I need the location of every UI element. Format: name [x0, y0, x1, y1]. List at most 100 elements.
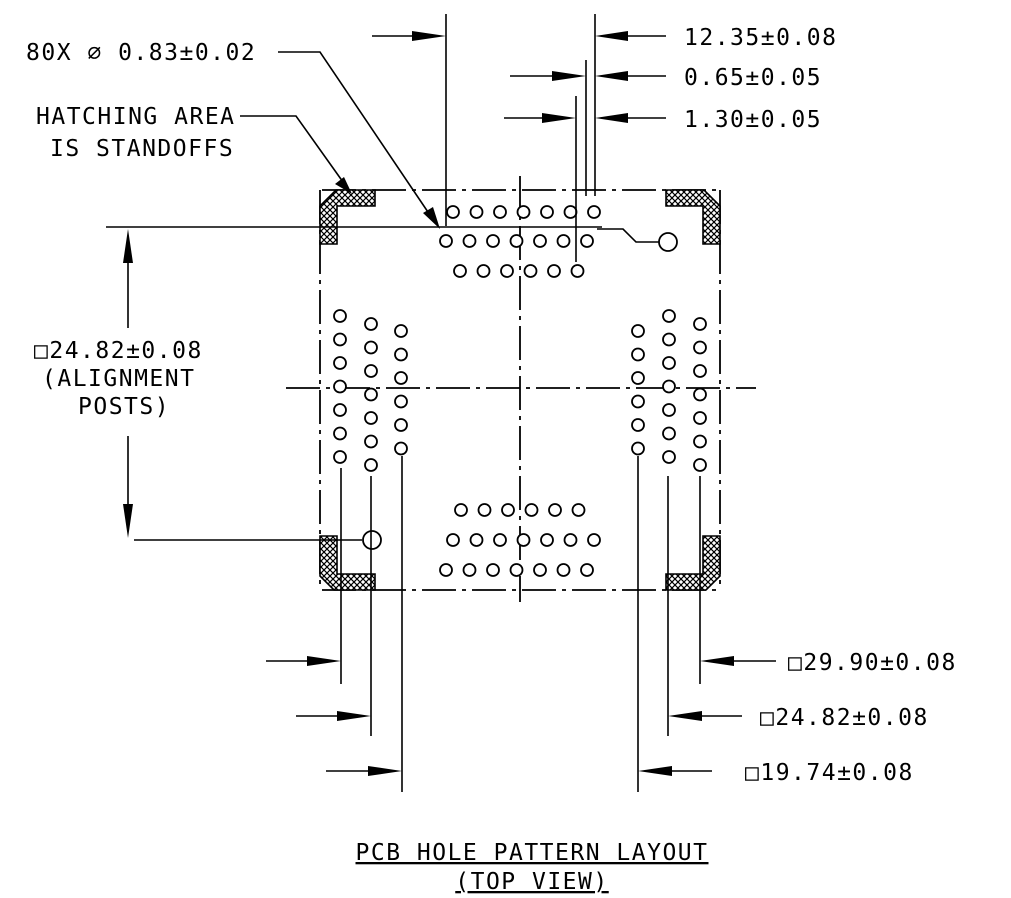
hole-top-row-2	[509, 234, 524, 248]
hole-left-col-1	[333, 450, 347, 464]
hatching-callout-line1: HATCHING AREA	[36, 104, 236, 130]
alignment-dimension-label: □24.82±0.08	[34, 338, 203, 364]
hole-left-col-1	[333, 426, 347, 441]
hole-top-row-1	[446, 205, 460, 219]
dimension-label-0-65: 0.65±0.05	[684, 65, 822, 91]
hole-bottom-row-1	[571, 503, 586, 517]
alignment-label-line3: POSTS)	[78, 394, 170, 420]
hole-top-row-3	[476, 264, 491, 278]
hole-right-col-2	[662, 309, 676, 323]
top-dimensions	[372, 14, 666, 262]
hole-bottom-row-1	[454, 503, 468, 517]
hole-right-col-3	[693, 364, 707, 378]
center-lines	[286, 176, 756, 602]
alignment-label-line2: (ALIGNMENT	[42, 366, 195, 392]
dimension-label-24-82: □24.82±0.08	[760, 705, 929, 731]
hole-left-col-3	[394, 394, 408, 409]
hole-right-col-3	[693, 340, 707, 355]
hole-left-col-2	[364, 387, 378, 402]
dimension-label-19-74: □19.74±0.08	[745, 760, 914, 786]
hole-top-row-2	[439, 234, 453, 248]
hole-left-col-3	[394, 371, 408, 385]
hole-left-col-2	[364, 434, 378, 449]
hole-bottom-row-2	[540, 533, 554, 547]
hole-right-col-3	[693, 387, 707, 402]
hole-top-row-3	[570, 264, 585, 278]
hole-top-row-1	[516, 205, 531, 219]
hole-top-row-2	[556, 234, 571, 248]
hole-top-row-1	[469, 205, 484, 219]
hole-left-col-1	[333, 379, 347, 394]
hole-bottom-row-3	[580, 563, 594, 577]
hole-top-row-1	[563, 205, 578, 219]
hole-bottom-row-3	[533, 563, 547, 577]
hole-right-col-2	[662, 379, 676, 394]
hole-top-row-3	[523, 264, 538, 278]
hole-bottom-row-3	[462, 563, 477, 577]
hole-left-col-1	[333, 356, 347, 370]
hole-right-col-1	[631, 371, 645, 385]
hole-left-col-2	[364, 340, 378, 355]
hole-bottom-row-1	[501, 503, 515, 517]
hole-top-row-3	[500, 264, 514, 278]
hole-right-col-3	[693, 434, 707, 449]
bottom-dimensions	[266, 456, 776, 792]
hole-left-col-2	[364, 364, 378, 378]
hole-right-col-2	[662, 426, 676, 441]
hole-left-col-1	[333, 403, 347, 417]
hole-bottom-row-2	[493, 533, 507, 547]
hole-bottom-row-1	[524, 503, 539, 517]
hole-top-row-2	[533, 234, 547, 248]
hole-top-row-1	[587, 205, 601, 219]
hole-right-col-3	[693, 411, 707, 425]
hole-right-col-1	[631, 394, 645, 409]
dimension-label-29-90: □29.90±0.08	[788, 650, 957, 676]
hole-right-col-2	[662, 403, 676, 417]
hole-bottom-row-2	[446, 533, 460, 547]
drawing-subtitle: (TOP VIEW)	[455, 869, 608, 895]
component-outline	[319, 189, 721, 591]
hole-left-col-1	[333, 309, 347, 323]
alignment-post-bottom	[362, 530, 382, 550]
hole-top-row-2	[580, 234, 594, 248]
hole-count-callout: 80X ∅ 0.83±0.02	[26, 40, 256, 66]
hole-right-col-3	[693, 317, 707, 331]
hole-right-col-2	[662, 332, 676, 347]
hole-left-col-3	[394, 441, 408, 456]
hole-top-row-1	[493, 205, 507, 219]
drawing-title: PCB HOLE PATTERN LAYOUT	[356, 840, 709, 866]
hole-bottom-row-3	[509, 563, 524, 577]
alignment-post-top	[658, 232, 678, 252]
hole-bottom-row-1	[477, 503, 492, 517]
hole-top-row-3	[453, 264, 467, 278]
hole-left-col-3	[394, 418, 408, 432]
hatching-callout-line2: IS STANDOFFS	[50, 136, 234, 162]
hole-pattern	[333, 205, 707, 577]
standoff-hatching	[319, 189, 721, 591]
hole-top-row-1	[540, 205, 554, 219]
hole-top-row-2	[486, 234, 500, 248]
hole-left-col-3	[394, 347, 408, 362]
alignment-post-dimension	[106, 226, 602, 541]
hole-left-col-2	[364, 458, 378, 472]
hole-left-col-1	[333, 332, 347, 347]
dimension-label-1-30: 1.30±0.05	[684, 107, 822, 133]
hole-right-col-1	[631, 441, 645, 456]
hole-left-col-2	[364, 411, 378, 425]
alignment-posts	[362, 228, 678, 550]
hole-bottom-row-3	[556, 563, 571, 577]
hole-bottom-row-2	[469, 533, 484, 547]
hole-right-col-2	[662, 450, 676, 464]
hole-top-row-2	[462, 234, 477, 248]
hole-bottom-row-3	[439, 563, 453, 577]
hole-right-col-3	[693, 458, 707, 472]
hole-right-col-1	[631, 324, 645, 338]
hole-bottom-row-2	[563, 533, 578, 547]
hole-top-row-3	[547, 264, 561, 278]
hole-right-col-1	[631, 347, 645, 362]
leaders	[240, 51, 440, 229]
hole-bottom-row-3	[486, 563, 500, 577]
hole-right-col-1	[631, 418, 645, 432]
hole-right-col-2	[662, 356, 676, 370]
